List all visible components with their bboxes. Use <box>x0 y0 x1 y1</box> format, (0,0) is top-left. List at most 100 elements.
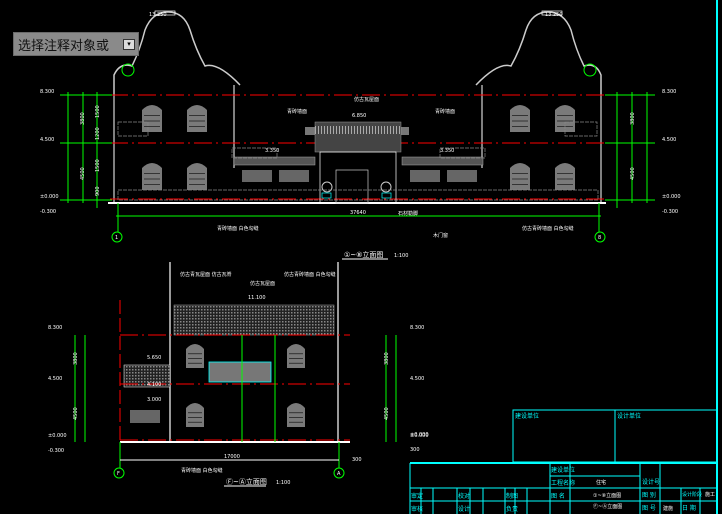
signature-label: 校对 <box>458 492 470 500</box>
box-label: 设计单位 <box>617 412 641 420</box>
porch-level: 4.100 <box>147 382 161 388</box>
dropdown-arrow-icon[interactable]: ▾ <box>123 39 135 50</box>
prompt-text: 选择注释对象或 <box>18 38 110 54</box>
stage-value: 施工 <box>705 491 715 498</box>
drawing-name: Ⓕ~Ⓐ立面图 <box>593 503 622 510</box>
ridge-level: 13.250 <box>149 12 167 18</box>
level-label: 8.300 <box>662 89 676 95</box>
dimension-text: 4500 <box>73 407 79 420</box>
porch-level: 3.000 <box>147 397 161 403</box>
dimension-text: 4500 <box>630 167 636 180</box>
step-dim: 300 <box>352 457 362 463</box>
level-label: ±0.000 <box>48 433 67 439</box>
level-label: ±0.000 <box>40 194 59 200</box>
dimension-text: 300 <box>410 447 420 453</box>
drawing-scale: 1:100 <box>276 480 290 486</box>
title-block <box>409 0 718 514</box>
note: 仿古瓦屋面 <box>354 96 379 103</box>
note: 青砖墙面 白色勾缝 <box>181 467 223 474</box>
box-label: 建设单位 <box>515 412 539 420</box>
dimension-text: 1500 <box>95 105 101 118</box>
roof-level: 11.100 <box>248 295 266 301</box>
axis-label-F: F <box>117 471 120 477</box>
level-label: 4.500 <box>662 137 676 143</box>
note: 仿古瓦屋面 <box>250 280 275 287</box>
project-name: 住宅 <box>596 479 606 486</box>
note: 仿古青砖墙面 白色勾缝 <box>522 225 574 232</box>
right-gable-outline <box>475 11 602 95</box>
brick-pattern <box>564 121 598 137</box>
dimension-text: 1200 <box>95 127 101 140</box>
level-label: ±0.000 <box>662 194 681 200</box>
signature-label: 制图 <box>506 492 518 500</box>
level-label: 4.500 <box>410 376 424 382</box>
row-label: 工程名称 <box>551 479 575 487</box>
gate-level: 6.850 <box>352 113 366 119</box>
number-label: 图 号 <box>642 505 656 512</box>
row-label: 图 名 <box>551 492 565 500</box>
arched-window <box>555 163 575 190</box>
dimension-text: 4500 <box>384 407 390 420</box>
dimension-text: 900 <box>95 186 101 196</box>
date-label: 日 期 <box>682 504 696 512</box>
arched-window <box>187 105 207 132</box>
signature-label: 设计 <box>458 505 470 513</box>
category-value: 建施 <box>663 505 673 512</box>
side-dimension-lines <box>74 335 397 468</box>
dimension-text: 3800 <box>73 352 79 365</box>
gable-ornament <box>583 63 597 77</box>
overall-width: 37640 <box>350 210 366 216</box>
dimension-text: 4500 <box>80 167 86 180</box>
arched-window <box>142 105 162 132</box>
axis-label-8: 8 <box>598 235 601 241</box>
ridge-level: 13.250 <box>545 12 563 18</box>
level-label: 8.300 <box>48 325 62 331</box>
arched-window <box>142 163 162 190</box>
design-no-label: 设计号 <box>642 478 660 486</box>
drawing-title: ①~⑧立面图 <box>344 250 383 259</box>
category-label: 图 别 <box>642 491 656 499</box>
note: 仿古青砖墙面 白色勾缝 <box>284 271 336 278</box>
axis-bubble-A <box>333 467 345 479</box>
signature-label: 审定 <box>411 492 423 500</box>
signature-label: 审核 <box>411 505 423 513</box>
dimension-text: 1500 <box>95 159 101 172</box>
arched-window <box>555 105 575 132</box>
note: 石材勒脚 <box>398 210 418 217</box>
axis-bubble-F <box>113 467 125 479</box>
axis-bubble-8 <box>594 231 606 243</box>
title-block-text: 建设单位 设计单位 ±0.000 300 建设单位 工程名称 图 名 住宅 ①~… <box>410 412 715 513</box>
arched-window <box>287 403 305 427</box>
row-label: 建设单位 <box>551 466 575 474</box>
arched-window <box>510 163 530 190</box>
arched-window <box>186 344 204 368</box>
arched-window <box>510 105 530 132</box>
arched-window <box>186 403 204 427</box>
level-label: -0.300 <box>40 209 56 215</box>
brick-pattern <box>117 189 599 201</box>
brick-pattern <box>117 121 149 137</box>
level-label: 8.300 <box>410 325 424 331</box>
level-label: -0.300 <box>662 209 678 215</box>
note: 青砖墙面 <box>435 108 455 115</box>
level-label: ±0.000 <box>410 433 429 439</box>
dimension-text: 3800 <box>630 112 636 125</box>
gable-ornament <box>121 63 135 77</box>
stage-label: 设计阶段 <box>682 491 702 498</box>
annotation-prompt-tooltip: 选择注释对象或 ▾ <box>13 32 139 56</box>
level-label: -0.300 <box>48 448 64 454</box>
side-level: 3.350 <box>440 148 454 154</box>
drawing-name: ①~⑧立面图 <box>593 492 621 499</box>
dimension-text: 3800 <box>384 352 390 365</box>
side-level: 3.350 <box>265 148 279 154</box>
drawing-title: Ⓕ~Ⓐ立面图 <box>226 477 267 486</box>
porch-level: 5.650 <box>147 355 161 361</box>
brick-pattern <box>439 147 486 159</box>
front-elevation: 1 8 8.300 4.500 ±0.000 -0.300 8.300 4.50… <box>40 10 681 260</box>
arched-window <box>287 344 305 368</box>
note: 木门窗 <box>433 232 448 239</box>
main-gate <box>305 121 409 204</box>
note: 青砖墙面 白色勾缝 <box>217 225 259 232</box>
level-label: 4.500 <box>40 137 54 143</box>
